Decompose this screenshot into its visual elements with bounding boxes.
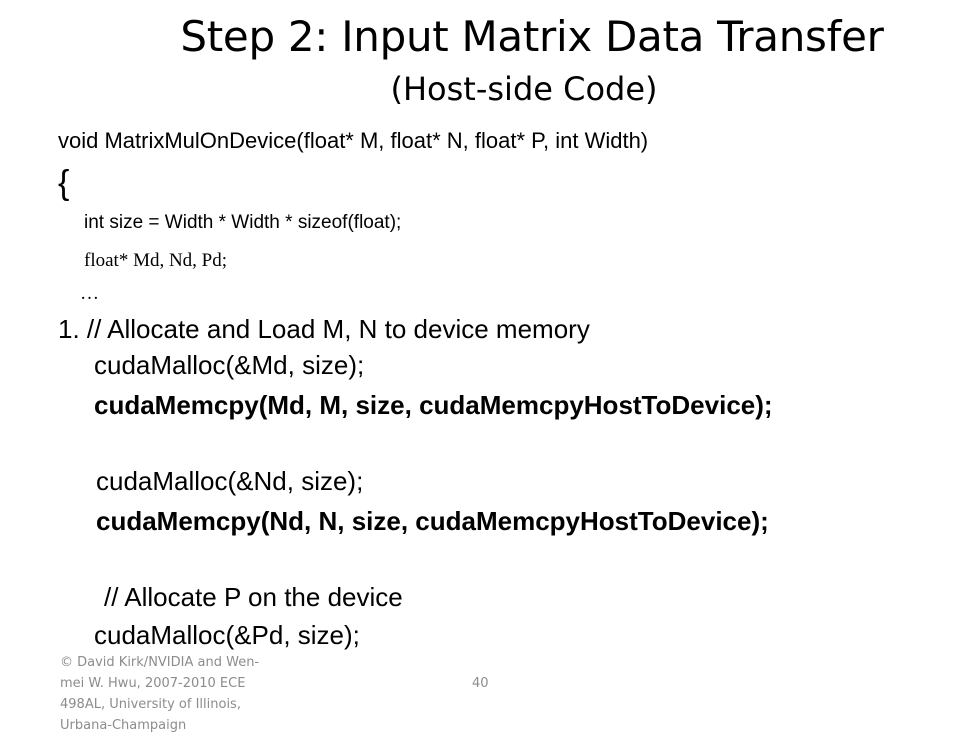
memcpy-md-line: cudaMemcpy(Md, M, size, cudaMemcpyHostTo… <box>94 390 773 420</box>
copyright-footer: © David Kirk/NVIDIA and Wen-mei W. Hwu, … <box>60 655 260 733</box>
pointer-declaration: float* Md, Nd, Pd; <box>84 250 228 271</box>
comment-allocate-p: // Allocate P on the device <box>104 582 403 612</box>
slide-subtitle: (Host-side Code) <box>390 70 658 108</box>
malloc-md-line: cudaMalloc(&Md, size); <box>94 350 365 380</box>
open-brace: { <box>58 164 70 202</box>
malloc-nd-line: cudaMalloc(&Nd, size); <box>96 466 364 496</box>
malloc-pd-line: cudaMalloc(&Pd, size); <box>94 620 360 650</box>
page-number: 40 <box>472 676 489 691</box>
ellipsis: … <box>80 283 99 304</box>
slide-title: Step 2: Input Matrix Data Transfer <box>180 12 884 61</box>
memcpy-nd-line: cudaMemcpy(Nd, N, size, cudaMemcpyHostTo… <box>96 506 769 536</box>
size-declaration: int size = Width * Width * sizeof(float)… <box>84 212 402 233</box>
function-signature: void MatrixMulOnDevice(float* M, float* … <box>58 128 649 153</box>
comment-allocate-load: 1. // Allocate and Load M, N to device m… <box>58 314 590 344</box>
